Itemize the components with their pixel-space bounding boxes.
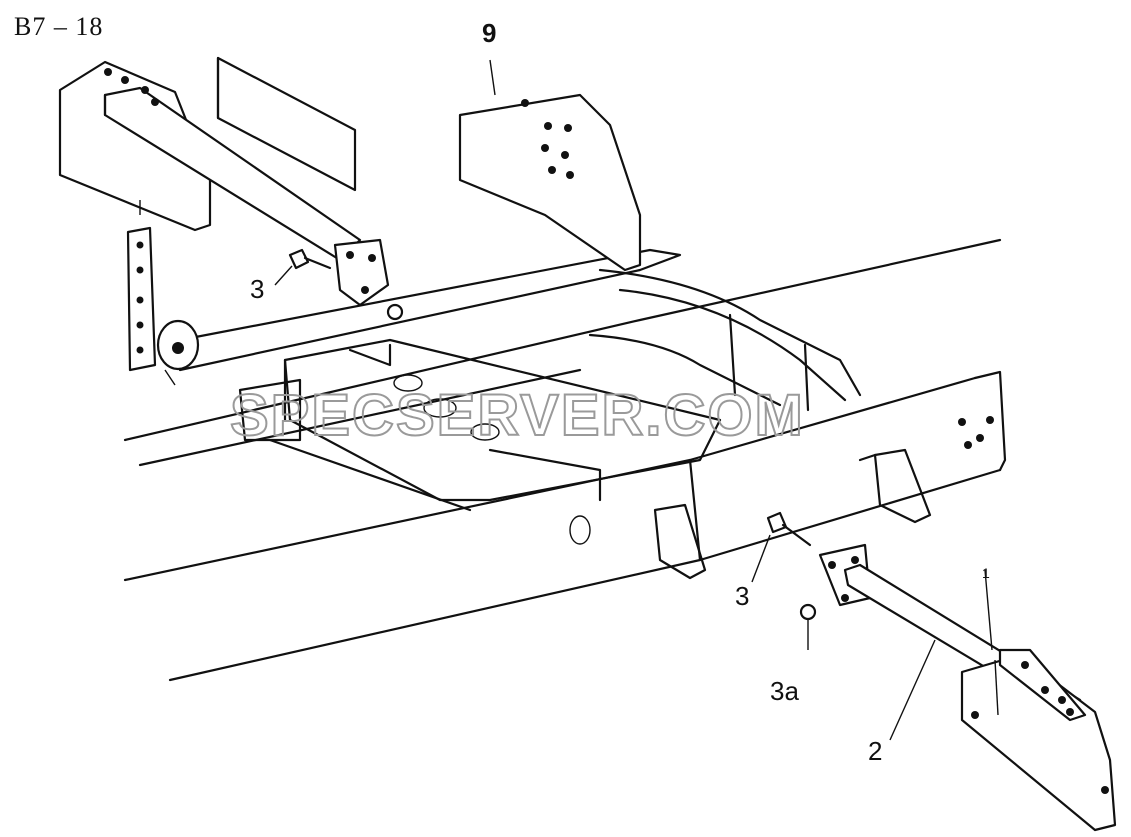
rear-crossmember — [178, 248, 862, 412]
callout-1: 1 — [982, 565, 990, 581]
page-code: B7 – 18 — [14, 12, 104, 41]
vertical-bracket — [126, 200, 200, 386]
lower-right-mudguard — [818, 543, 1117, 832]
callout-3-top: 3 — [250, 274, 264, 304]
frame-brackets — [653, 448, 932, 580]
callout-2: 2 — [868, 736, 882, 766]
watermark: SPECSERVER.COM — [230, 383, 805, 448]
callout-3-bottom: 3 — [735, 581, 749, 611]
mudguard-plate-9 — [458, 59, 642, 272]
frame-rails — [123, 238, 1007, 682]
center-crossplate — [238, 338, 722, 512]
reflector-plate — [216, 56, 357, 192]
upper-left-mudguard — [58, 60, 390, 307]
callout-9: 9 — [482, 18, 496, 48]
bolt-bottom — [751, 511, 817, 650]
bolt-top — [274, 248, 404, 321]
callout-3a: 3a — [770, 676, 799, 706]
frame-holes — [569, 416, 994, 545]
